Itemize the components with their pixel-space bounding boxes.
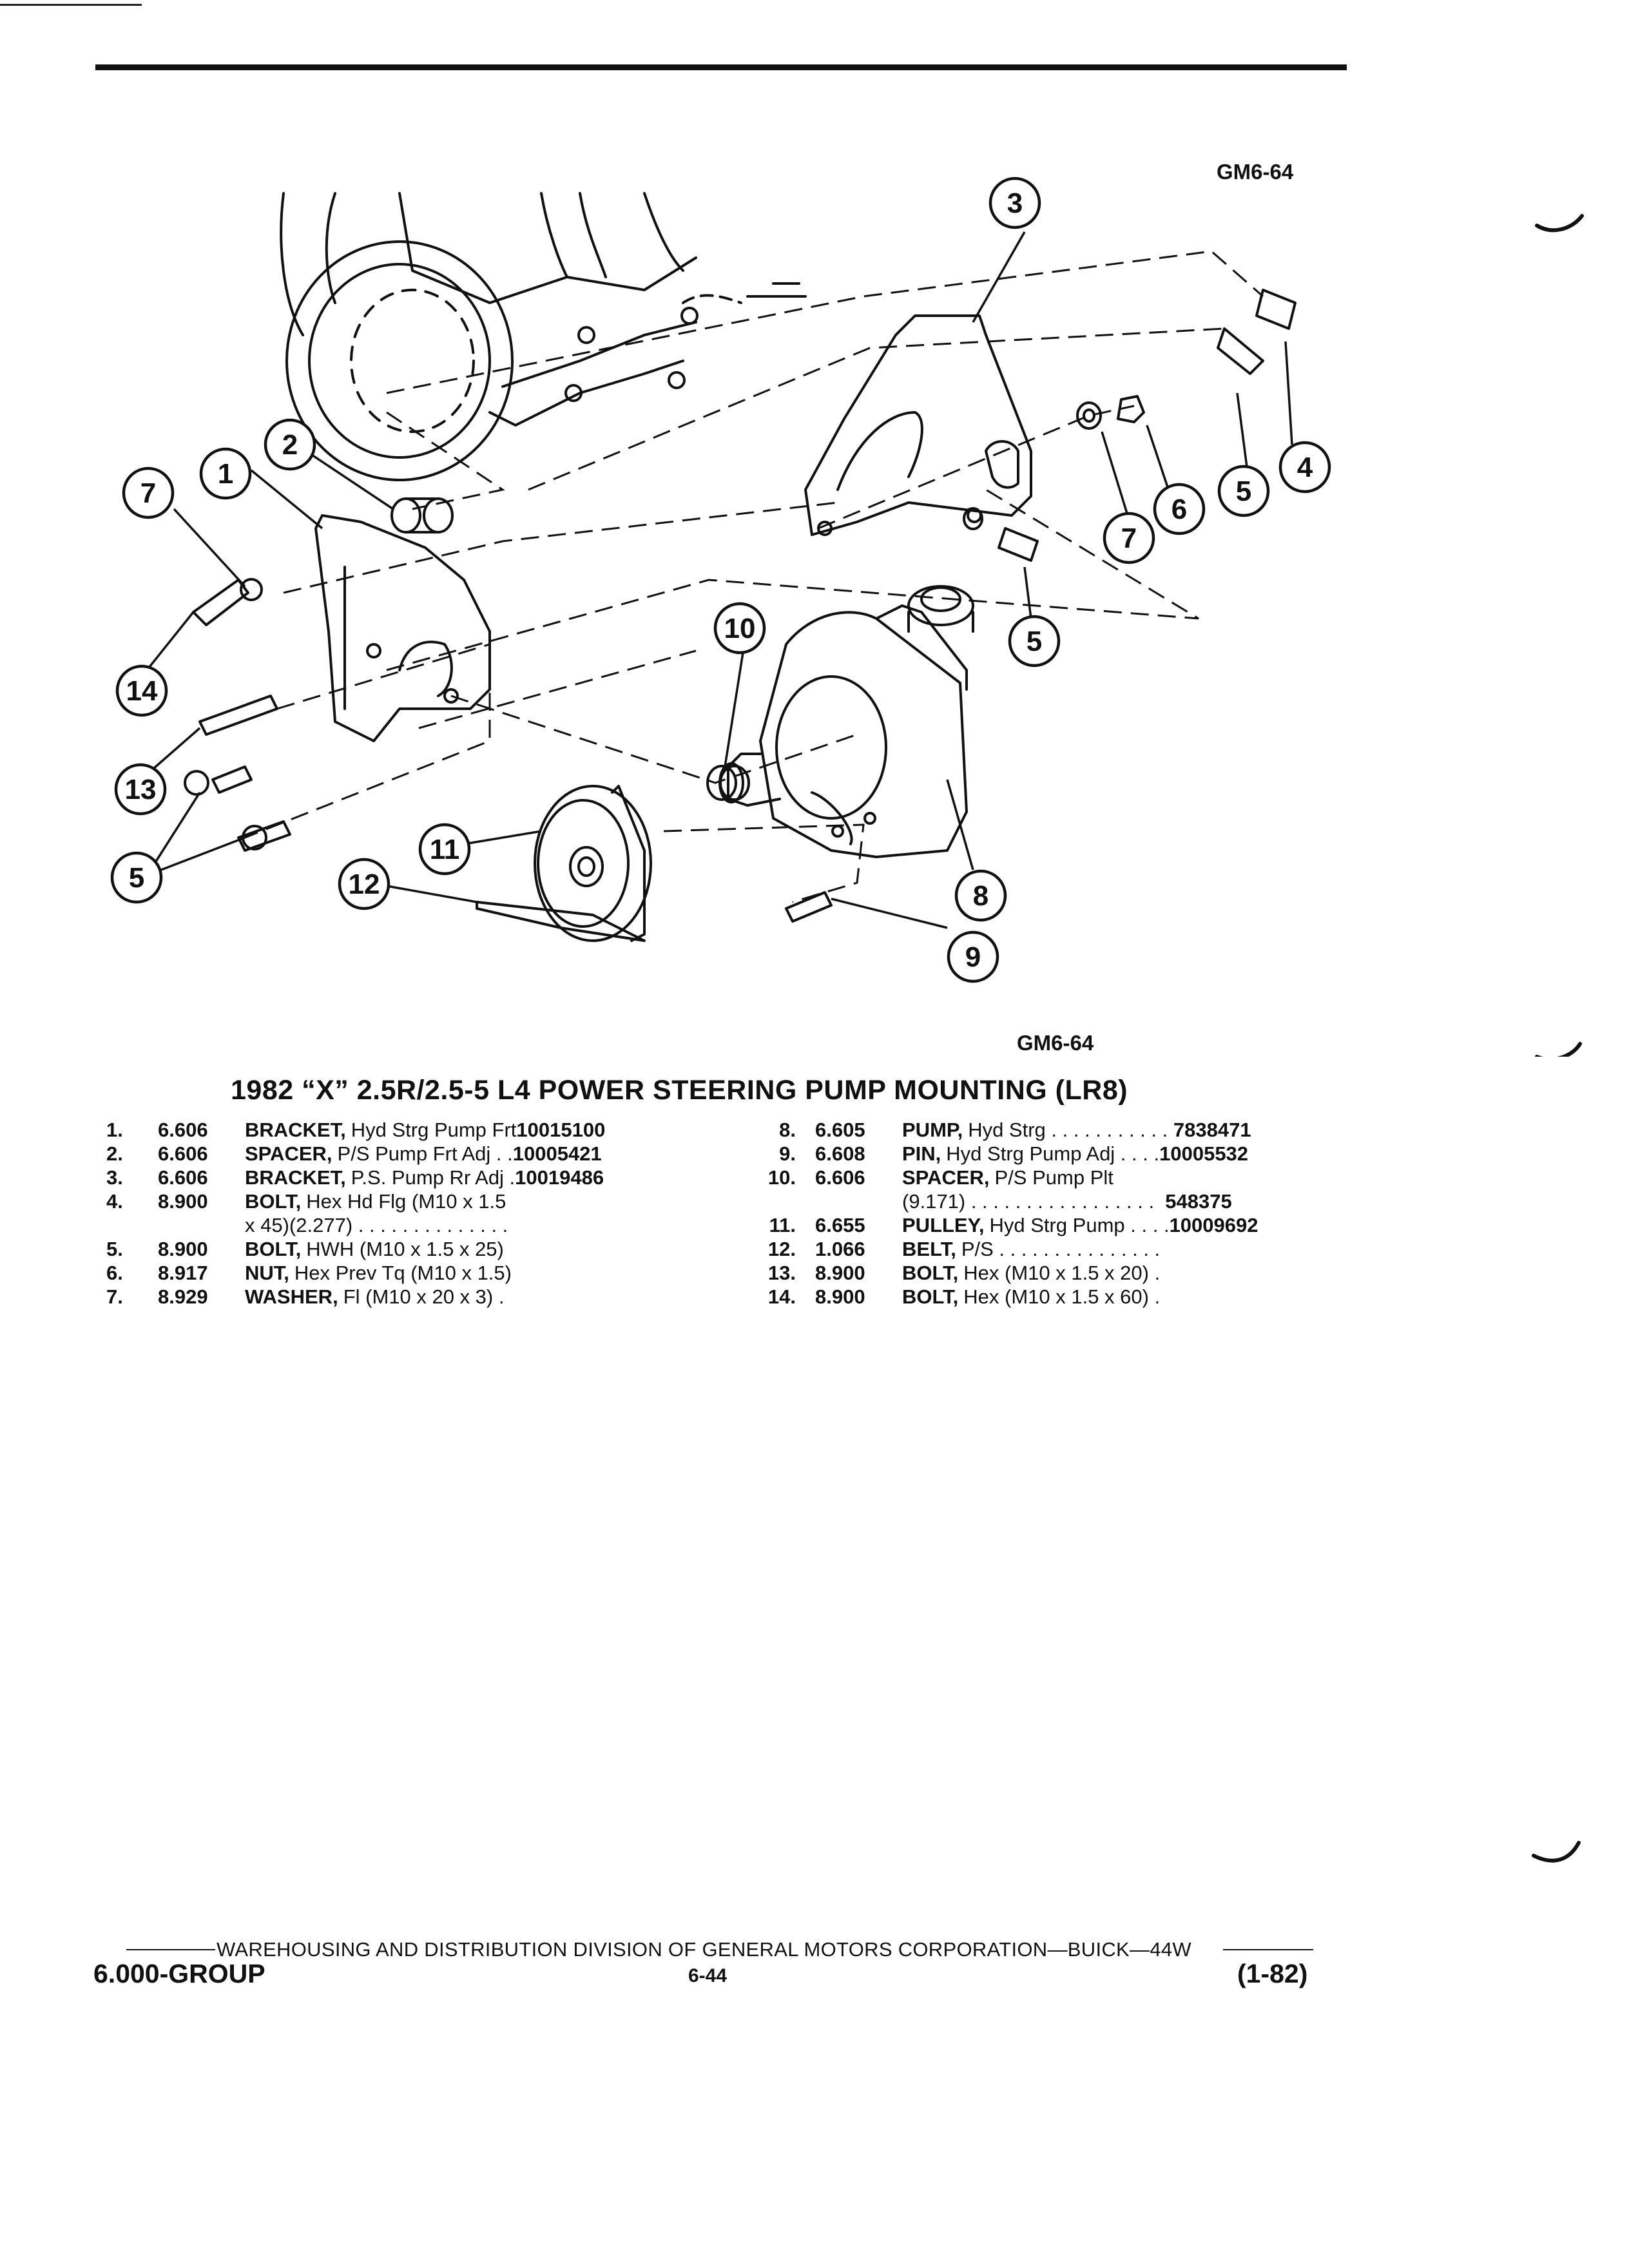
callout-11: 11: [430, 834, 460, 865]
callout-1: 1: [218, 458, 233, 490]
parts-list-right: 8. 6.605 PUMP,Hyd Strg . . . . . . . . .…: [757, 1118, 1369, 1309]
page-number: 6-44: [688, 1965, 728, 1986]
scan-mark: [1532, 1841, 1581, 1863]
list-item-continuation: (9.171) . . . . . . . . . . . . . . . . …: [902, 1190, 1232, 1213]
callout-10: 10: [724, 613, 756, 644]
callout-12: 12: [349, 869, 380, 900]
list-item: 10. 6.606 SPACER,P/S Pump Plt: [767, 1166, 1113, 1189]
page-title: 1982 “X” 2.5R/2.5-5 L4 POWER STEERING PU…: [231, 1075, 1128, 1106]
spacer-pump-plate: [706, 765, 750, 801]
callout-5a: 5: [1236, 476, 1251, 507]
callout-2: 2: [282, 429, 298, 461]
list-item: 9. 6.608 PIN,Hyd Strg Pump Adj . . . .10…: [779, 1142, 1249, 1165]
front-bracket: [314, 514, 491, 742]
list-item: 3. 6.606 BRACKET,P.S. Pump Rr Adj .10019…: [106, 1166, 604, 1189]
scan-mark: [1535, 1042, 1582, 1057]
list-item: 8. 6.605 PUMP,Hyd Strg . . . . . . . . .…: [779, 1119, 1251, 1141]
washers-nut: [963, 395, 1145, 530]
footer-group: 6.000-GROUP: [93, 1959, 265, 1988]
list-item: 6. 8.917 NUT,Hex Prev Tq (M10 x 1.5): [106, 1262, 512, 1284]
callout-4: 4: [1297, 452, 1313, 483]
belt: [476, 901, 646, 942]
list-item: 14. 8.900 BOLT,Hex (M10 x 1.5 x 60) .: [767, 1285, 1161, 1308]
header-rule: [95, 64, 1347, 70]
callout-8: 8: [973, 880, 988, 912]
callout-6: 6: [1171, 494, 1187, 525]
callout-13: 13: [125, 774, 157, 805]
rear-bracket: [804, 314, 1032, 536]
callout-7b: 7: [140, 477, 156, 509]
spacer-front: [390, 497, 454, 533]
list-item: 7. 8.929 WASHER,Fl (M10 x 20 x 3) .: [106, 1285, 505, 1308]
footer-rule-left: [126, 1949, 215, 1950]
scan-mark: [1535, 214, 1584, 233]
list-item: 5. 8.900 BOLT,HWH (M10 x 1.5 x 25): [106, 1238, 504, 1260]
exploded-parts-diagram: 3 4 5 6 7 5 10 8 9 11 12 1 2 7 14 13 5: [110, 177, 1584, 1057]
footer-date: (1-82): [1237, 1959, 1308, 1988]
adjust-pin: [785, 891, 833, 923]
list-item: 11. 6.655 PULLEY,Hyd Strg Pump . . . .10…: [769, 1214, 1258, 1236]
power-steering-pump: [718, 585, 974, 858]
pulley: [534, 785, 652, 942]
callout-3: 3: [1007, 187, 1023, 219]
scan-edge-line: [0, 4, 142, 6]
callout-9: 9: [965, 941, 981, 973]
footer-rule-right: [1223, 1949, 1313, 1950]
footer-division: WAREHOUSING AND DISTRIBUTION DIVISION OF…: [217, 1938, 1191, 1961]
engine-block-outline: [280, 192, 807, 481]
list-item: 4. 8.900 BOLT,Hex Hd Flg (M10 x 1.5: [106, 1190, 506, 1213]
callout-circles: [110, 177, 1331, 983]
list-item: 2. 6.606 SPACER,P/S Pump Frt Adj . .1000…: [106, 1142, 602, 1165]
figure-id-bottom: GM6-64: [1017, 1031, 1094, 1055]
callout-14: 14: [126, 675, 158, 707]
callout-7a: 7: [1121, 523, 1137, 554]
list-item: 12. 1.066 BELT,P/S . . . . . . . . . . .…: [767, 1238, 1161, 1260]
bolts: [184, 289, 1296, 852]
figure-id-top: GM6-64: [1217, 160, 1294, 184]
list-item-continuation: x 45)(2.277) . . . . . . . . . . . . . .: [245, 1214, 508, 1236]
list-item: 13. 8.900 BOLT,Hex (M10 x 1.5 x 20) .: [767, 1262, 1161, 1284]
callout-5b: 5: [1027, 626, 1042, 657]
callout-5c: 5: [129, 862, 144, 894]
